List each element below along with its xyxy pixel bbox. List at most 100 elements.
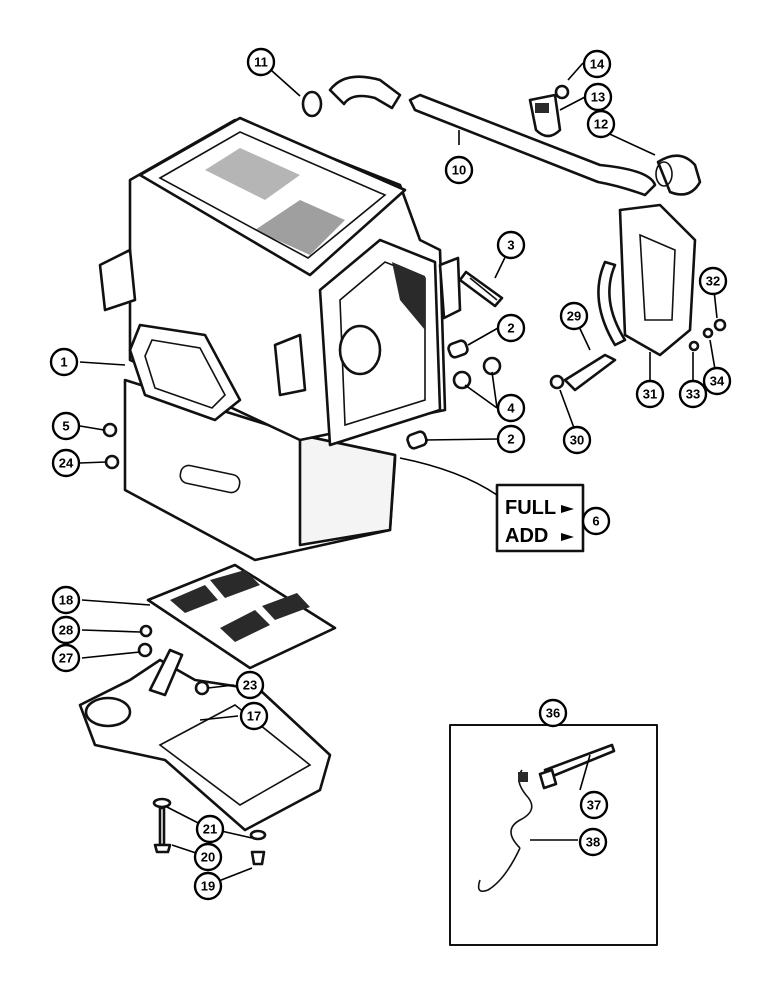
callout-11: 11	[246, 47, 276, 77]
callout-circle	[559, 301, 589, 331]
callout-20: 20	[193, 842, 223, 872]
callout-number: 28	[59, 623, 73, 638]
callout-circle	[239, 701, 269, 731]
callout-number: 31	[643, 387, 657, 402]
callout-number: 5	[62, 419, 69, 434]
dipstick-bracket	[549, 203, 727, 392]
transmission-housing	[98, 116, 462, 562]
callout-21: 21	[195, 814, 225, 844]
callout-6: 6	[581, 506, 611, 536]
callout-3: 3	[496, 230, 526, 260]
callout-37: 37	[579, 790, 609, 820]
callout-number: 19	[201, 879, 215, 894]
callout-layer: 1223456101112131417181920212324272829303…	[49, 47, 732, 901]
callout-number: 6	[592, 514, 599, 529]
callout-circle	[496, 424, 526, 454]
callout-number: 4	[507, 401, 515, 416]
callout-circle	[496, 230, 526, 260]
callout-number: 3	[507, 238, 514, 253]
callout-33: 33	[678, 379, 708, 409]
arrow-right-icon	[561, 505, 574, 513]
callout-19: 19	[193, 871, 223, 901]
callout-circle	[581, 506, 611, 536]
callout-number: 30	[570, 433, 584, 448]
callout-number: 36	[546, 706, 560, 721]
callout-circle	[578, 827, 608, 857]
callout-circle	[496, 393, 526, 423]
callout-circle	[562, 425, 592, 455]
callout-28: 28	[51, 615, 81, 645]
callout-circle	[51, 448, 81, 478]
callout-circle	[51, 615, 81, 645]
callout-circle	[586, 109, 616, 139]
callout-10: 10	[444, 155, 474, 185]
callout-number: 10	[452, 163, 466, 178]
label-full-text: FULL	[505, 497, 556, 519]
callout-circle	[49, 347, 79, 377]
callout-number: 18	[59, 593, 73, 608]
callout-number: 32	[706, 274, 720, 289]
callout-17: 17	[239, 701, 269, 731]
hose-clamp	[528, 84, 570, 138]
oil-pan	[78, 624, 332, 832]
callout-number: 12	[594, 117, 608, 132]
callout-number: 23	[243, 678, 257, 693]
bolts-and-washers	[152, 797, 267, 866]
callout-circle	[193, 842, 223, 872]
callout-34: 34	[702, 366, 732, 396]
callout-circle	[444, 155, 474, 185]
callout-number: 24	[59, 456, 74, 471]
callout-number: 13	[591, 90, 605, 105]
callout-number: 27	[59, 651, 73, 666]
callout-27: 27	[51, 643, 81, 673]
callout-2: 2	[496, 424, 526, 454]
callout-32: 32	[698, 266, 728, 296]
callout-number: 14	[590, 57, 605, 72]
callout-number: 17	[247, 709, 261, 724]
callout-14: 14	[582, 49, 612, 79]
callout-5: 5	[51, 411, 81, 441]
callout-circle	[246, 47, 276, 77]
callout-circle	[538, 698, 568, 728]
callout-30: 30	[562, 425, 592, 455]
breather-hose-assembly	[301, 75, 702, 197]
arrow-right-icon	[561, 533, 574, 541]
callout-23: 23	[235, 670, 265, 700]
callout-12: 12	[586, 109, 616, 139]
callout-circle	[698, 266, 728, 296]
callout-1: 1	[49, 347, 79, 377]
callout-circle	[579, 790, 609, 820]
screen-plate	[146, 563, 337, 670]
callout-circle	[582, 49, 612, 79]
callout-4: 4	[496, 393, 526, 423]
callout-18: 18	[51, 585, 81, 615]
callout-29: 29	[559, 301, 589, 331]
callout-circle	[583, 82, 613, 112]
callout-number: 38	[586, 835, 600, 850]
callout-circle	[193, 871, 223, 901]
callout-number: 33	[686, 387, 700, 402]
callout-circle	[195, 814, 225, 844]
callout-circle	[635, 379, 665, 409]
callout-24: 24	[51, 448, 81, 478]
callout-number: 34	[710, 374, 725, 389]
callout-circle	[51, 643, 81, 673]
block-heater-kit	[449, 724, 658, 946]
callout-36: 36	[538, 698, 568, 728]
callout-13: 13	[583, 82, 613, 112]
callout-number: 29	[567, 309, 581, 324]
callout-circle	[51, 585, 81, 615]
callout-2: 2	[496, 313, 526, 343]
callout-number: 2	[507, 321, 514, 336]
callout-circle	[496, 313, 526, 343]
callout-number: 20	[201, 850, 215, 865]
callout-number: 37	[587, 798, 601, 813]
callout-38: 38	[578, 827, 608, 857]
callout-number: 11	[254, 55, 268, 70]
callout-31: 31	[635, 379, 665, 409]
callout-number: 1	[60, 355, 67, 370]
level-label-decal: FULL ADD	[399, 457, 585, 553]
callout-circle	[235, 670, 265, 700]
callout-number: 21	[203, 822, 217, 837]
